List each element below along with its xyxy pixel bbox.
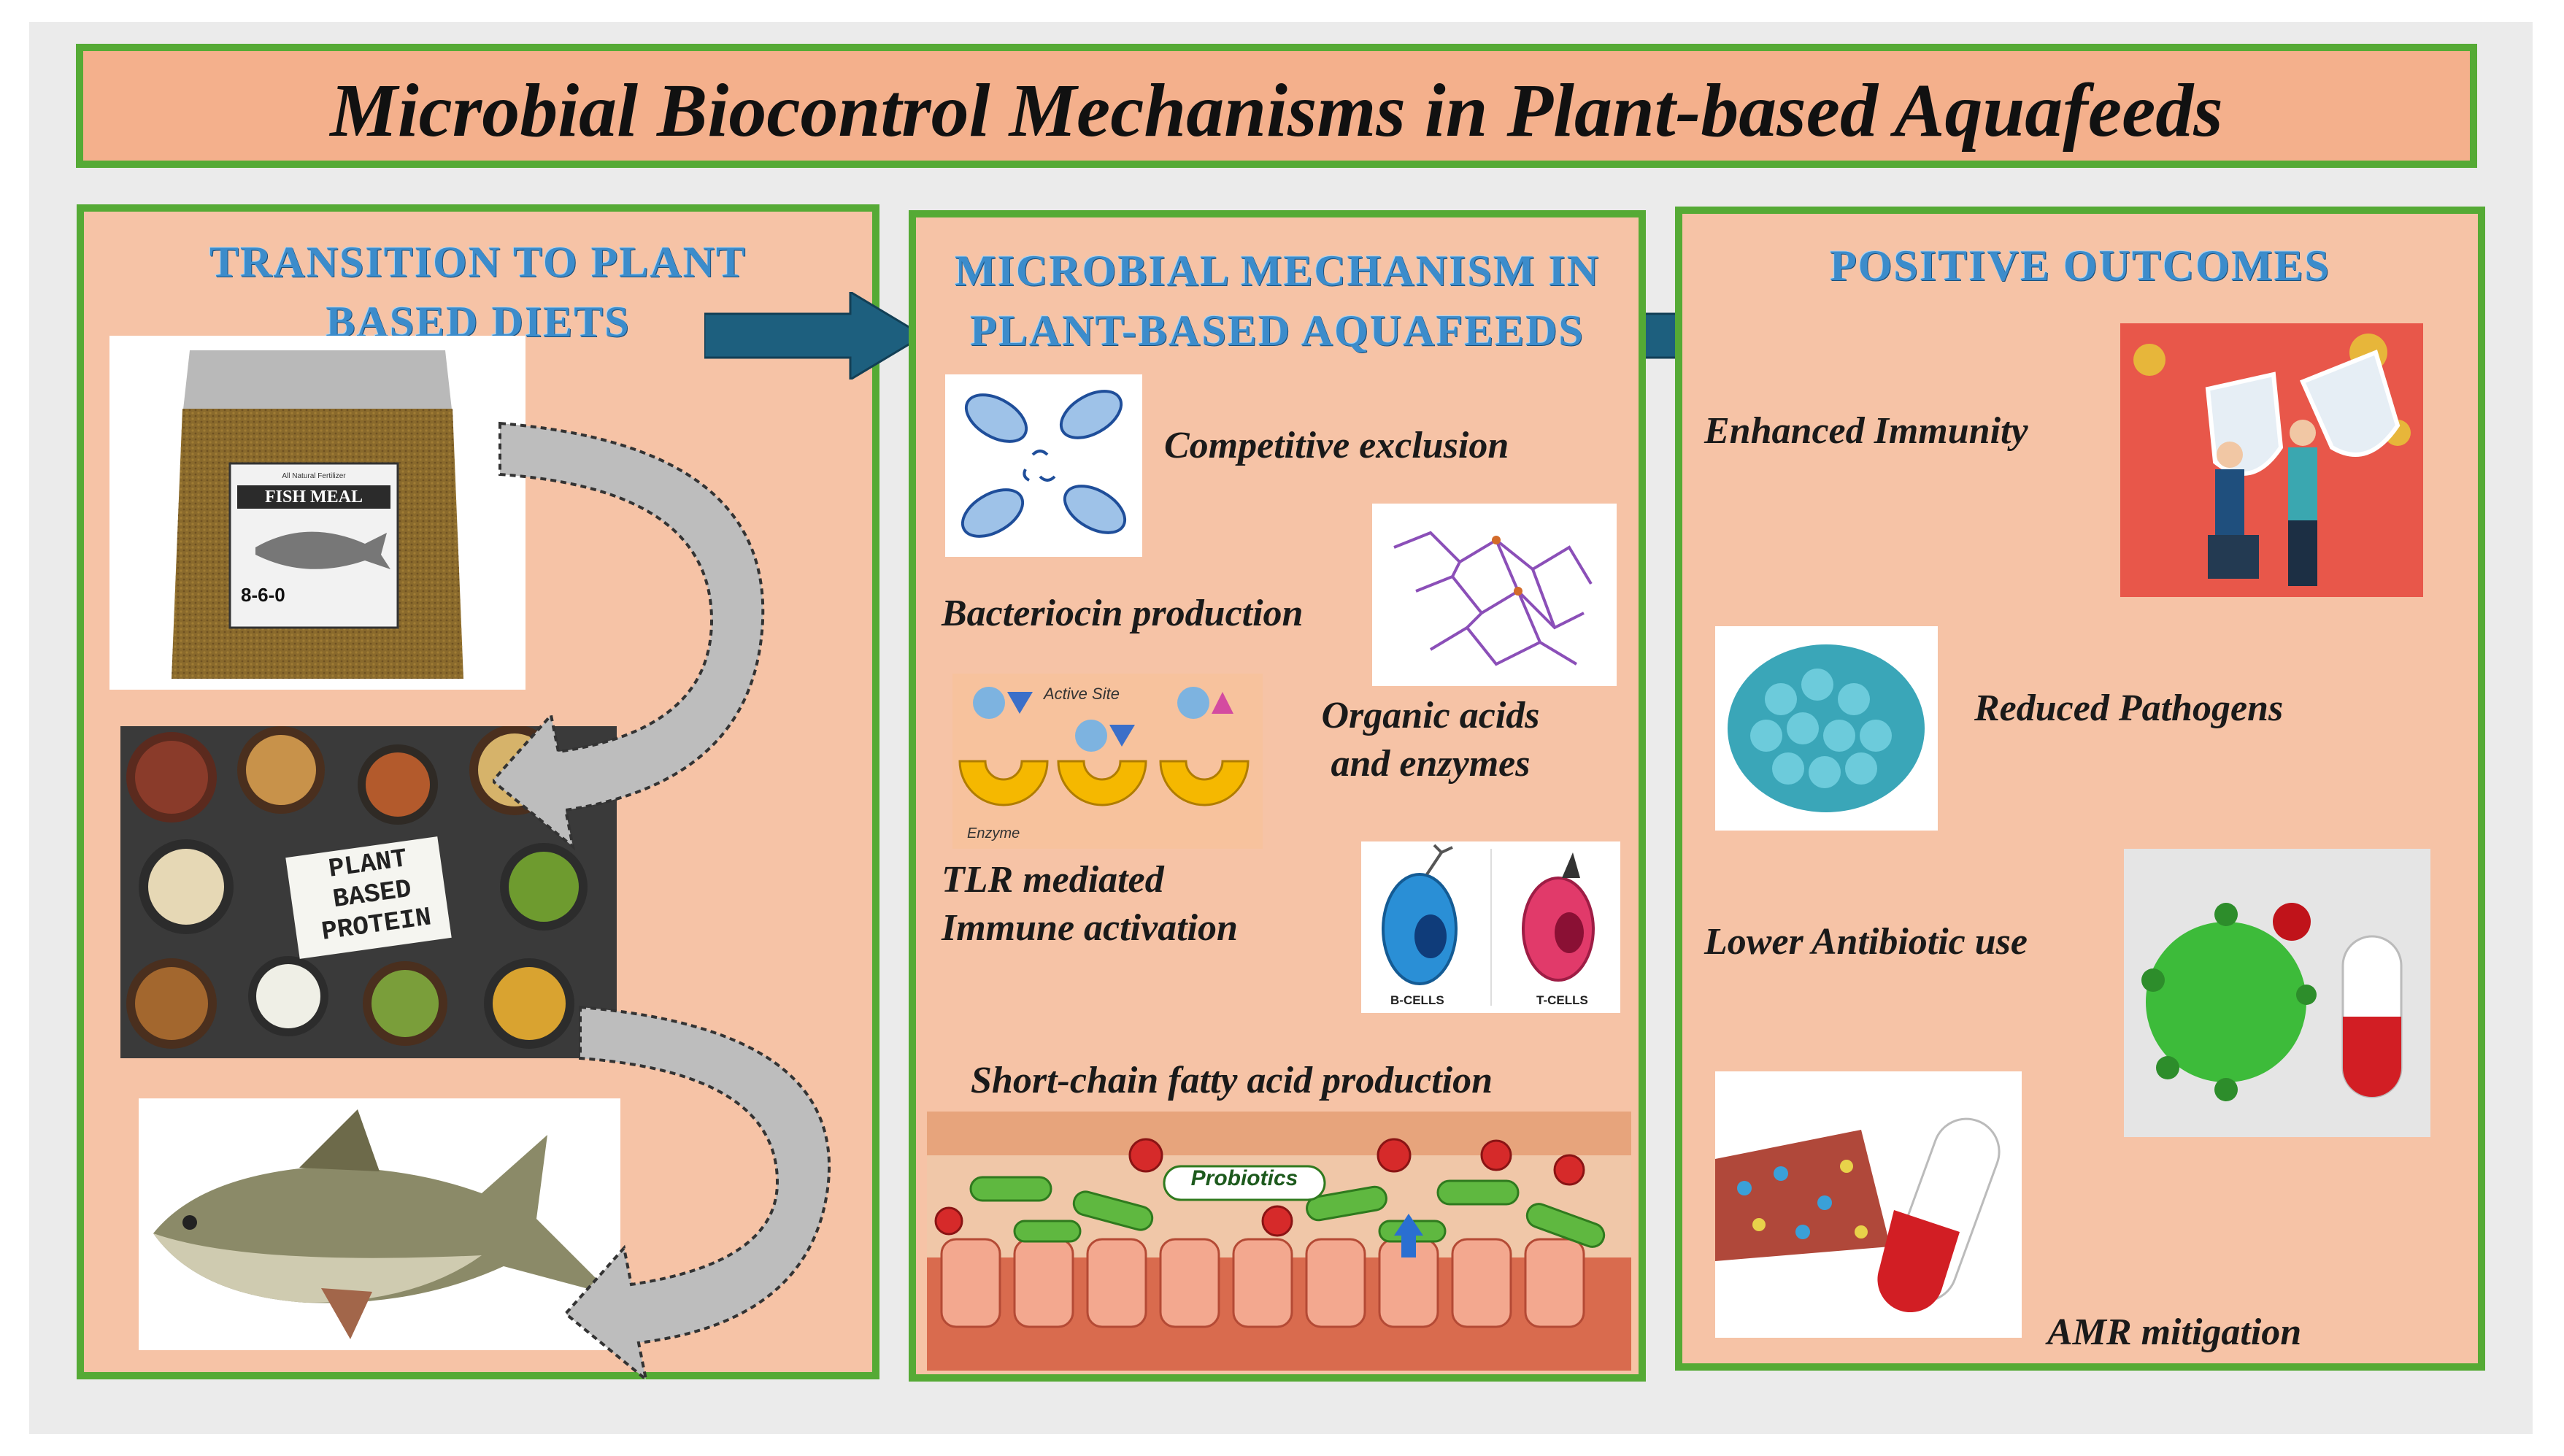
mechanism-heading-line1: MICROBIAL MECHANISM IN — [954, 247, 1601, 295]
competitive-exclusion-label: Competitive exclusion — [1164, 425, 1509, 466]
amr-capsule-image — [1715, 1071, 2022, 1338]
enzyme-image: Active Site Enzyme — [952, 674, 1263, 849]
organic-acids-line1: Organic acids — [1321, 695, 1540, 736]
arrow-to-mechanism — [704, 292, 923, 380]
reduced-pathogens-label: Reduced Pathogens — [1974, 687, 2284, 729]
enzyme-label: Enzyme — [967, 825, 1020, 841]
transition-heading-line1: TRANSITION TO PLANT — [209, 238, 747, 286]
flow-curved-arrows — [493, 421, 831, 1379]
mechanism-heading: MICROBIAL MECHANISM IN PLANT-BASED AQUAF… — [916, 241, 1639, 361]
antibiotic-virus-image — [2124, 849, 2430, 1137]
mechanism-panel: MICROBIAL MECHANISM IN PLANT-BASED AQUAF… — [909, 210, 1646, 1382]
title-banner: Microbial Biocontrol Mechanisms in Plant… — [76, 44, 2477, 168]
lower-antibiotic-label: Lower Antibiotic use — [1704, 921, 2028, 963]
mechanism-heading-line2: PLANT-BASED AQUAFEEDS — [970, 307, 1585, 355]
tlr-line2: Immune activation — [942, 907, 1238, 949]
page-title: Microbial Biocontrol Mechanisms in Plant… — [330, 69, 2223, 153]
competitive-exclusion-image — [945, 374, 1142, 557]
active-site-label: Active Site — [1044, 685, 1120, 703]
organic-acids-label: Organic acids and enzymes — [1266, 692, 1595, 788]
transition-heading: TRANSITION TO PLANT BASED DIETS — [84, 232, 872, 352]
bacteriocin-label: Bacteriocin production — [942, 593, 1304, 634]
bag-label: FISH MEAL — [264, 488, 363, 506]
protein-sign: PLANT BASED PROTEIN — [301, 840, 444, 950]
t-cells-label: T-CELLS — [1536, 993, 1588, 1007]
immunity-shield-image — [2120, 323, 2423, 597]
fish-meal-bag-image: All Natural Fertilizer FISH MEAL 8-6-0 — [109, 336, 525, 690]
scfa-label: Short-chain fatty acid production — [971, 1060, 1493, 1101]
immune-cells-image: B-CELLS T-CELLS — [1361, 841, 1620, 1013]
organic-acids-line2: and enzymes — [1331, 743, 1531, 785]
b-cells-label: B-CELLS — [1390, 993, 1444, 1007]
tlr-label: TLR mediated Immune activation — [942, 856, 1238, 952]
bag-code: 8-6-0 — [241, 584, 285, 606]
transition-panel: TRANSITION TO PLANT BASED DIETS All Natu… — [77, 204, 879, 1379]
bag-small-text: All Natural Fertilizer — [282, 472, 346, 480]
outcomes-heading: POSITIVE OUTCOMES — [1830, 242, 2330, 290]
bacteriocin-molecule-image — [1372, 504, 1617, 686]
tlr-line1: TLR mediated — [942, 859, 1164, 901]
amr-mitigation-label: AMR mitigation — [2047, 1311, 2302, 1353]
enhanced-immunity-label: Enhanced Immunity — [1704, 410, 2028, 452]
probiotics-label: Probiotics — [1190, 1166, 1298, 1190]
plant-protein-image: PLANT BASED PROTEIN — [120, 726, 617, 1058]
pathogen-image — [1715, 626, 1938, 831]
gut-probiotics-image: Probiotics — [927, 1112, 1631, 1371]
fish-image — [139, 1098, 620, 1350]
outcomes-panel: POSITIVE OUTCOMES Enhanced Immunity Redu… — [1675, 207, 2485, 1371]
